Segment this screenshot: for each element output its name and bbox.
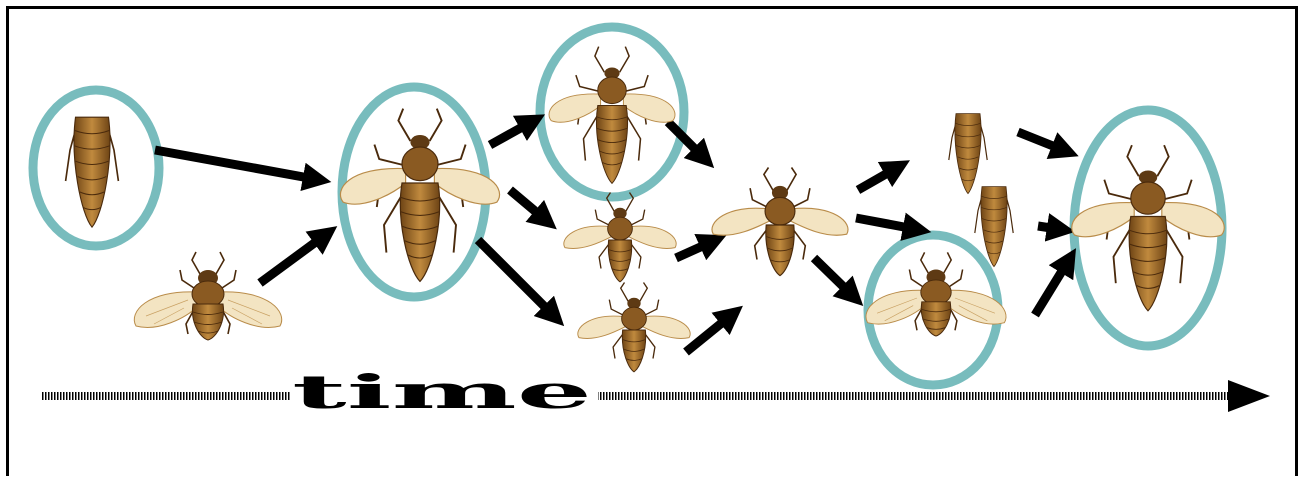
worker-bee-icon	[578, 283, 690, 372]
arrow-icon	[686, 313, 734, 352]
time-axis-label: time	[292, 365, 592, 419]
time-axis-dashes-right	[598, 392, 1228, 400]
arrow-icon	[510, 190, 548, 222]
arrow-icon	[155, 150, 320, 180]
time-axis: time	[42, 365, 1270, 419]
arrow-icon	[676, 240, 716, 258]
worker-bee-icon	[712, 168, 848, 276]
arrow-icon	[858, 166, 900, 190]
drone-bee-icon	[134, 252, 281, 340]
queen-abdomen-icon	[949, 114, 987, 194]
worker-bee-icon	[564, 193, 676, 282]
arrow-icon	[1038, 226, 1064, 230]
arrow-icon	[1035, 258, 1070, 315]
arrow-icon	[478, 240, 556, 318]
arrow-icon	[856, 218, 920, 230]
queen-bee-icon	[549, 47, 675, 184]
queen-bee-icon	[1072, 145, 1224, 311]
time-axis-arrowhead	[1228, 380, 1270, 412]
queen-abdomen-icon	[66, 117, 119, 227]
arrow-icon	[1018, 132, 1068, 152]
time-axis-dashes-left	[42, 392, 290, 400]
arrow-icon	[814, 258, 855, 298]
bees	[66, 47, 1225, 372]
arrow-icon	[260, 233, 328, 283]
arrow-icon	[490, 120, 535, 145]
